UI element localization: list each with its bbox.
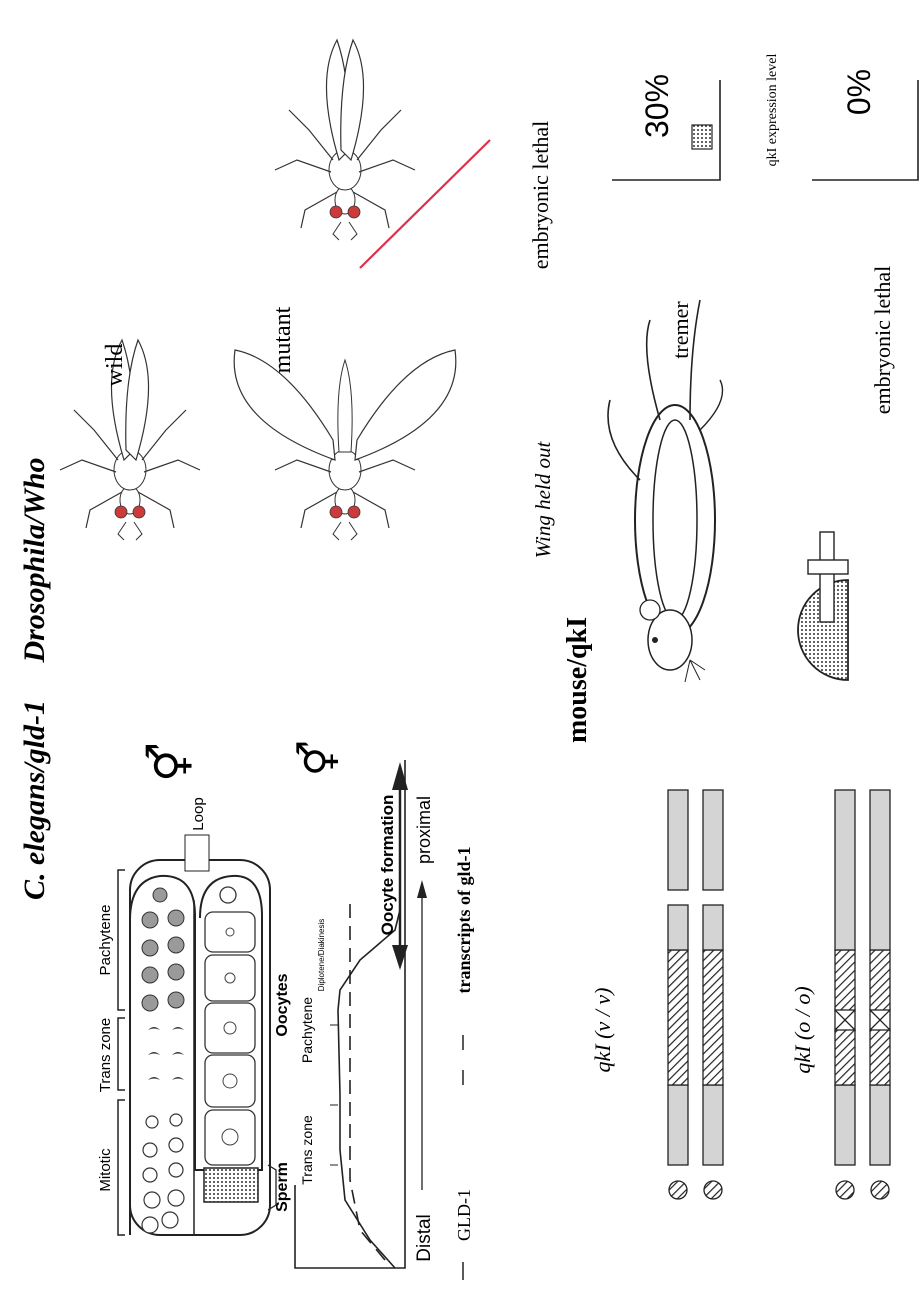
gender-symbol-top: ⚥	[145, 742, 196, 782]
chromosomes-o	[835, 790, 890, 1199]
bracket-mitotic	[118, 1100, 125, 1235]
bracket-transzone	[118, 1018, 125, 1090]
expression-bar-30	[692, 125, 712, 149]
label-pachytene: Pachytene	[97, 905, 114, 976]
genotype-o: qkI (o / o)	[790, 986, 815, 1073]
label-mutant: mutant	[270, 306, 296, 373]
genotype-v: qkI (v / v)	[590, 988, 615, 1073]
label-loop: Loop	[190, 797, 207, 830]
label-mitotic: Mitotic	[97, 1148, 114, 1192]
label-transzone: Trans zone	[97, 1018, 114, 1092]
label-tremer: tremer	[668, 301, 693, 359]
label-oocytes: Oocytes	[274, 973, 291, 1036]
cross-out-line	[360, 140, 490, 268]
label-wild: wild	[102, 344, 128, 387]
pachytene-cells	[142, 888, 184, 1011]
sperm-cluster	[204, 1168, 258, 1202]
bracket-pachytene	[118, 870, 125, 1010]
wing-out-fly	[234, 350, 456, 540]
oocyte-cells	[205, 887, 255, 1165]
label-oocyte-formation: Oocyte formation	[378, 795, 397, 936]
drosophila-panel: Drosophila/Who wild mutant Wing held out…	[18, 40, 555, 664]
stage-pachytene: Pachytene	[299, 997, 315, 1063]
label-wing-held-out: Wing held out	[531, 441, 555, 559]
mouse-panel: mouse/qkI tremer embryonic lethal 30% qk…	[562, 54, 918, 1199]
pct-30: 30%	[639, 74, 675, 138]
label-distal: Distal	[414, 1214, 435, 1262]
gender-symbol-graph: ⚥	[296, 740, 342, 776]
mouse-title: mouse/qkI	[562, 617, 593, 743]
expression-chart-0: 0%	[812, 69, 918, 180]
chromosomes-v	[668, 790, 723, 1199]
drosophila-title: Drosophila/Who	[18, 457, 51, 663]
stage-diplotene: Diplotene/Diakinesis	[317, 919, 326, 991]
label-fly-embryonic-lethal: embryonic lethal	[528, 121, 553, 269]
lethal-fly	[275, 40, 415, 240]
gld1-graph: Trans zone Pachytene Diplotene/Diakinesi…	[295, 740, 474, 1280]
legend-gld1: GLD-1	[454, 1189, 474, 1241]
mitotic-cells	[142, 1114, 184, 1233]
legend-transcripts: transcripts of gld-1	[454, 847, 474, 994]
celegans-panel: C. elegans/gld-1	[18, 700, 474, 1280]
label-mouse-embryonic-lethal: embryonic lethal	[870, 266, 895, 414]
gravestone-icon	[798, 532, 848, 680]
pct-0: 0%	[841, 69, 877, 115]
transzone-cells	[148, 1027, 184, 1080]
stage-transzone: Trans zone	[299, 1115, 315, 1185]
label-proximal: proximal	[414, 796, 434, 864]
tremer-mouse	[608, 300, 723, 682]
expression-chart-30: 30%	[612, 74, 720, 180]
celegans-title: C. elegans/gld-1	[18, 700, 51, 900]
gld1-curve	[338, 910, 400, 1268]
wild-fly	[60, 340, 200, 540]
expression-label: qkI expression level	[765, 54, 780, 167]
